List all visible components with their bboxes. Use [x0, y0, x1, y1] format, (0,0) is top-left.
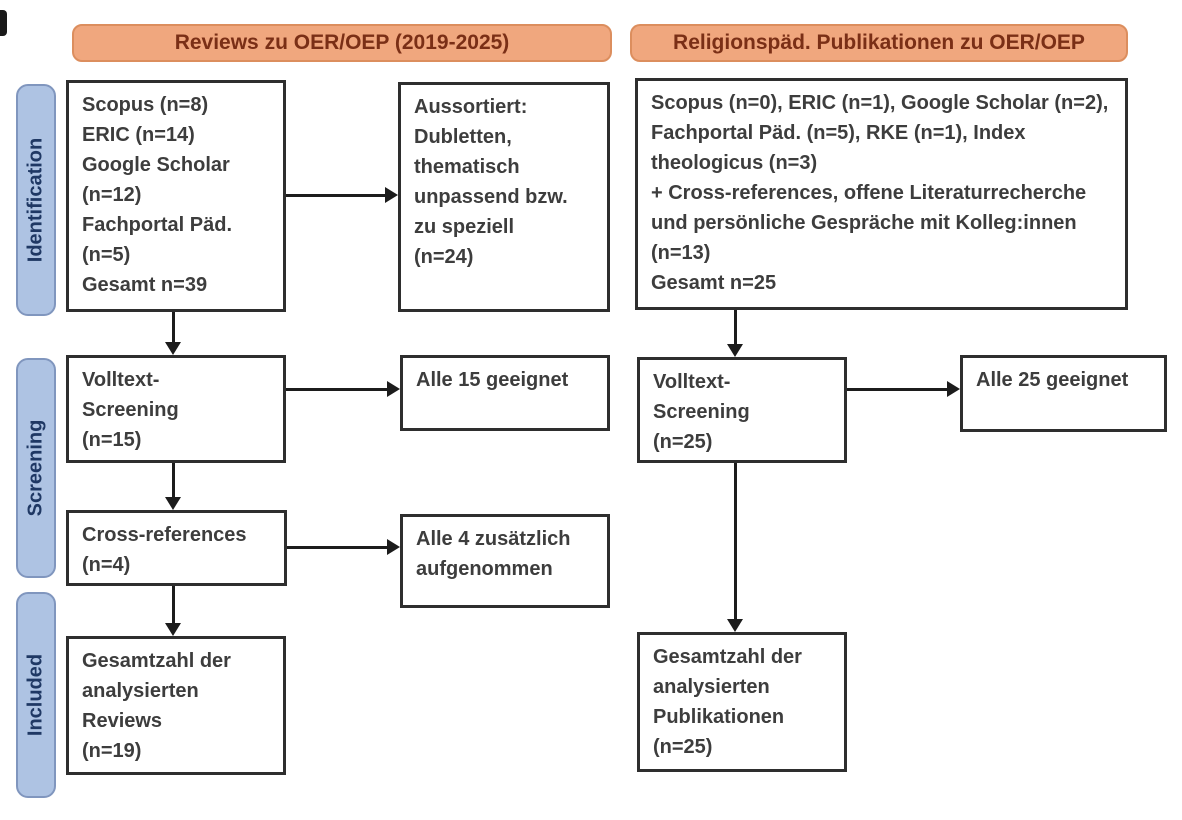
flow-box-left-eligible: Alle 15 geeignet — [400, 355, 610, 431]
cropped-edge-artifact — [0, 10, 7, 36]
arrow-right-icon — [286, 381, 400, 397]
arrow-right-icon — [847, 381, 960, 397]
flow-box-left-added: Alle 4 zusätzlich aufgenommen — [400, 514, 610, 608]
column-header-religionspaed: Religionspäd. Publikationen zu OER/OEP — [630, 24, 1128, 62]
arrow-down-icon — [165, 586, 181, 636]
flow-box-left-sources: Scopus (n=8) ERIC (n=14) Google Scholar … — [66, 80, 286, 312]
arrow-down-icon — [165, 463, 181, 510]
flow-box-left-fulltext-screening: Volltext- Screening (n=15) — [66, 355, 286, 463]
stage-label-included: Included — [16, 592, 56, 798]
flow-box-left-excluded: Aussortiert: Dubletten, thematisch unpas… — [398, 82, 610, 312]
flow-box-right-sources: Scopus (n=0), ERIC (n=1), Google Scholar… — [635, 78, 1128, 310]
arrow-down-icon — [727, 310, 743, 357]
stage-label-identification-text: Identification — [24, 137, 47, 263]
stage-label-screening: Screening — [16, 358, 56, 578]
arrow-down-icon — [727, 463, 743, 632]
flow-box-right-fulltext-screening: Volltext- Screening (n=25) — [637, 357, 847, 463]
arrow-down-icon — [165, 312, 181, 355]
arrow-right-icon — [286, 187, 398, 203]
flow-box-right-total-included: Gesamtzahl der analysierten Publikatione… — [637, 632, 847, 772]
flow-box-left-total-included: Gesamtzahl der analysierten Reviews (n=1… — [66, 636, 286, 775]
stage-label-screening-text: Screening — [24, 419, 47, 517]
column-header-reviews: Reviews zu OER/OEP (2019-2025) — [72, 24, 612, 62]
flow-box-right-eligible: Alle 25 geeignet — [960, 355, 1167, 432]
stage-label-included-text: Included — [24, 653, 47, 737]
flow-box-left-cross-references: Cross-references (n=4) — [66, 510, 287, 586]
stage-label-identification: Identification — [16, 84, 56, 316]
arrow-right-icon — [287, 539, 400, 555]
